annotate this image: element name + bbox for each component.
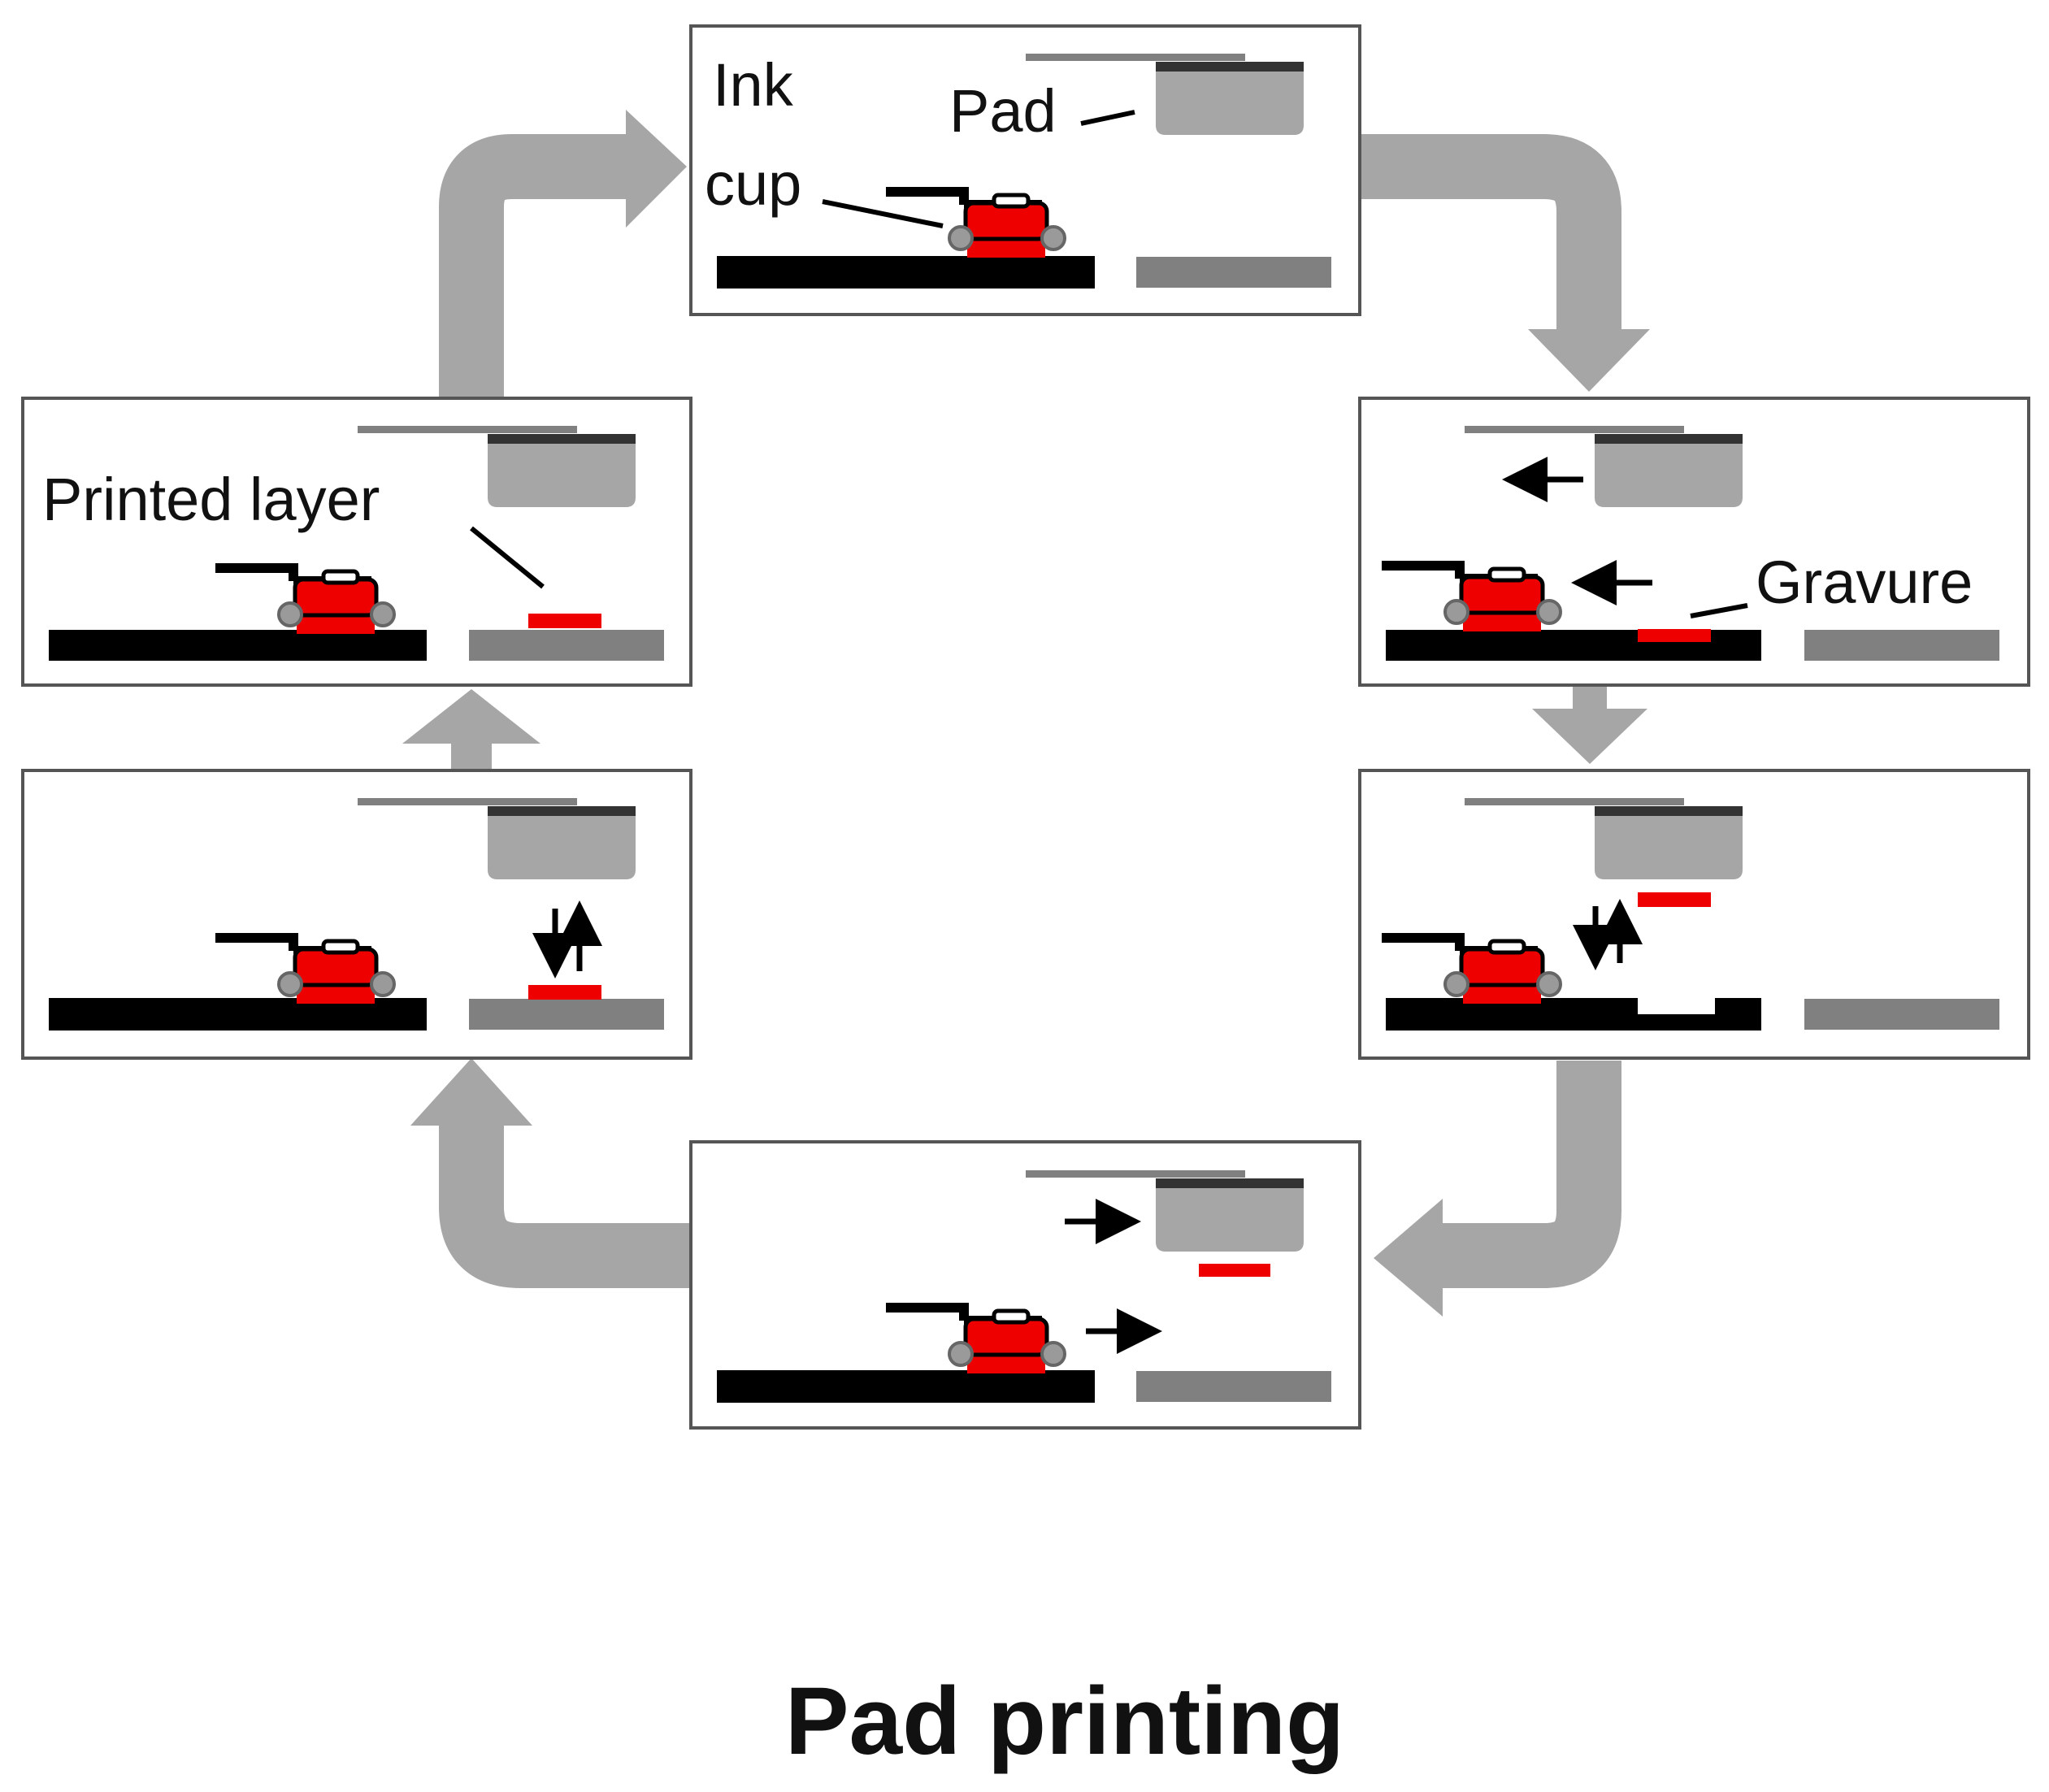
step-panel-transfer — [689, 1140, 1361, 1430]
flow-arrow-left-short-head — [402, 689, 540, 744]
flow-arrow-to-right-head — [1528, 329, 1650, 392]
cup-label: cup — [705, 150, 801, 218]
flow-arrow-to-left-head — [410, 1058, 532, 1126]
ink-label: Ink — [713, 51, 794, 119]
picked-ink — [1638, 892, 1711, 907]
flow-arrow-to-bottom-head — [1374, 1199, 1443, 1317]
substrate — [469, 630, 664, 661]
printed-layer-leader-line — [470, 526, 545, 589]
flow-arrow-to-right — [1361, 134, 1621, 337]
substrate — [1804, 630, 1999, 661]
cup-leader-line — [822, 199, 944, 228]
flow-arrow-to-left — [439, 1122, 689, 1288]
flow-arrows — [402, 110, 1650, 1317]
cliche-plate — [717, 256, 1095, 289]
substrate — [1136, 1371, 1331, 1402]
gravure-leader-line — [1690, 603, 1748, 618]
flow-arrow-to-top — [439, 134, 634, 397]
flow-arrow-left-short — [451, 740, 492, 772]
gravure-label: Gravure — [1756, 549, 1973, 616]
cliche-plate — [717, 1370, 1095, 1403]
cliche-plate — [1386, 998, 1761, 1031]
substrate — [1804, 999, 1999, 1030]
flow-arrow-to-bottom — [1439, 1061, 1621, 1288]
printed-layer-label: Printed layer — [42, 466, 380, 533]
gravure-ink — [1638, 629, 1711, 642]
printed-ink — [528, 985, 601, 1000]
step-panel-pad-pickup — [1358, 769, 2030, 1060]
flow-arrow-right-short-head — [1532, 709, 1647, 764]
pad-label: Pad — [949, 77, 1057, 145]
step-panel-ink-cup: Ink cup Pad — [689, 24, 1361, 316]
step-panel-printed-layer: Printed layer — [21, 397, 692, 687]
substrate — [1136, 257, 1331, 288]
pad-ink — [1199, 1264, 1270, 1277]
substrate — [469, 999, 664, 1030]
pad-leader-line — [1080, 110, 1135, 126]
step-panel-print — [21, 769, 692, 1060]
diagram-title: Pad printing — [785, 1668, 1344, 1775]
cliche-plate — [49, 630, 427, 661]
flow-arrow-to-top-head — [626, 110, 687, 228]
step-panel-inking-gravure: Gravure — [1358, 397, 2030, 687]
printed-layer — [528, 614, 601, 628]
flow-arrow-right-short — [1573, 687, 1607, 711]
